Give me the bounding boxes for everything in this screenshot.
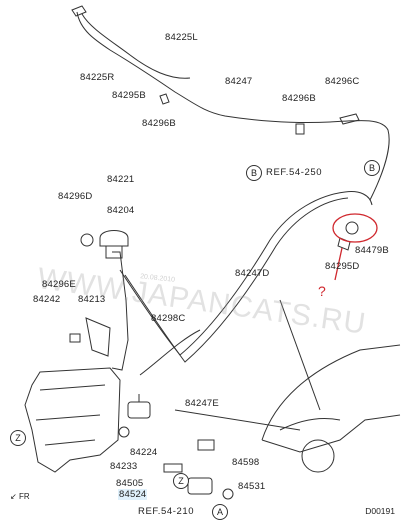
marker-b-right: B — [364, 160, 380, 176]
tank-filler-cap — [99, 230, 129, 247]
pump-connector-84598 — [197, 439, 215, 451]
arrow-to-car-2 — [174, 409, 301, 431]
label-84295d: 84295D — [325, 261, 360, 272]
grommet-84531 — [222, 488, 234, 500]
label-84247d: 84247D — [235, 268, 270, 279]
label-84225r: 84225R — [80, 72, 115, 83]
bracket-84213 — [85, 317, 111, 357]
grommet-84233 — [118, 426, 130, 438]
ref-a-text: REF.54-210 — [138, 506, 195, 517]
diagram-code: D00191 — [365, 506, 395, 516]
label-84233: 84233 — [110, 461, 138, 472]
nozzle-hose-top — [76, 11, 390, 201]
hose-84247d — [119, 191, 373, 356]
joint-84479b — [345, 221, 359, 235]
front-marker-label: FR — [18, 492, 30, 501]
nozzle-hose-branch — [81, 13, 191, 79]
annotation-question-mark: ? — [318, 283, 326, 299]
label-84524: 84524 — [118, 489, 148, 500]
label-84296b-left: 84296B — [142, 118, 176, 129]
front-marker: ↙ FR — [10, 492, 30, 501]
annotation-arrow — [334, 247, 343, 281]
tank-filler-inner — [105, 246, 123, 259]
label-84598: 84598 — [232, 457, 260, 468]
clip-84295b — [159, 93, 170, 105]
clip-84296b — [295, 123, 305, 135]
annotation-circle — [332, 213, 378, 243]
ref-b-marker: B — [246, 165, 262, 181]
car-outline — [261, 344, 401, 453]
ref-b-text: REF.54-250 — [266, 167, 323, 178]
marker-z-pump: Z — [173, 473, 189, 489]
label-84204: 84204 — [107, 205, 135, 216]
bolt-84296e — [69, 333, 81, 343]
label-84225l: 84225L — [165, 32, 198, 43]
label-84296e: 84296E — [42, 279, 76, 290]
car-wheel — [301, 439, 335, 473]
hose-84247e — [124, 197, 349, 363]
label-84296d: 84296D — [58, 191, 93, 202]
pump-84524 — [187, 477, 213, 495]
front-arrow-icon: ↙ — [10, 492, 17, 501]
hose-84298c — [139, 329, 201, 376]
label-84224: 84224 — [130, 447, 158, 458]
label-84242: 84242 — [33, 294, 61, 305]
arrow-to-car-1 — [279, 299, 321, 411]
label-84295b: 84295B — [112, 90, 146, 101]
washer-tank — [24, 367, 121, 473]
label-84296b-right: 84296B — [282, 93, 316, 104]
tank-filler-neck — [111, 251, 129, 371]
label-84296c: 84296C — [325, 76, 360, 87]
clip-84296c — [339, 113, 360, 125]
label-84531: 84531 — [238, 481, 266, 492]
label-84247-top: 84247 — [225, 76, 253, 87]
ref-a-marker: A — [212, 504, 228, 520]
grommet-84505 — [163, 463, 183, 473]
pump-84224 — [127, 401, 151, 419]
nozzle-connector — [71, 5, 87, 17]
label-84247e: 84247E — [185, 398, 219, 409]
marker-z-tank: Z — [10, 430, 26, 446]
grommet-84296d — [80, 233, 94, 247]
label-84213: 84213 — [78, 294, 106, 305]
label-84479b: 84479B — [355, 245, 389, 256]
label-84298c: 84298C — [151, 313, 186, 324]
label-84505: 84505 — [116, 478, 144, 489]
label-84221: 84221 — [107, 174, 135, 185]
tank-detail — [35, 384, 106, 446]
